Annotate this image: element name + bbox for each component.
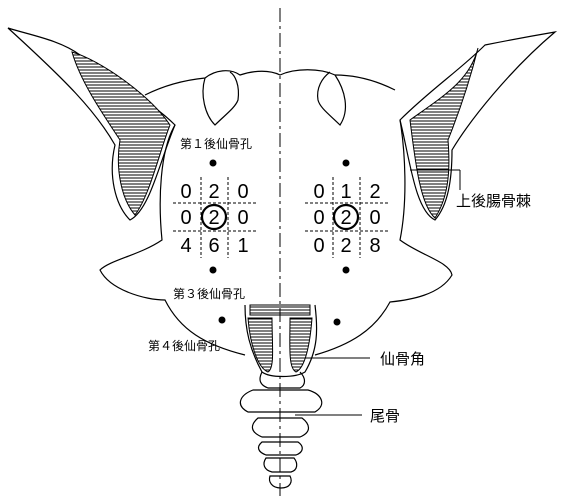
label-foramen-3: 第３後仙骨孔 xyxy=(173,287,245,301)
leader-lines xyxy=(295,169,461,416)
right-grid-cell: 0 xyxy=(313,235,324,257)
right-grid-cell: 2 xyxy=(369,181,380,203)
left-grid-cell: 2 xyxy=(208,181,219,203)
left-grid-cell: 0 xyxy=(180,181,191,203)
right-grid-cell: 2 xyxy=(340,207,351,229)
right-grid-cell: 0 xyxy=(369,207,380,229)
right-grid: 0 1 2 0 2 0 0 2 8 xyxy=(305,177,390,258)
hatched-regions xyxy=(71,47,479,373)
right-grid-cell: 0 xyxy=(313,181,324,203)
foramen-dots xyxy=(209,159,350,326)
right-grid-cell: 2 xyxy=(340,235,351,257)
label-coccyx: 尾骨 xyxy=(370,407,400,425)
left-grid-cell: 6 xyxy=(208,235,219,257)
label-foramen-1: 第１後仙骨孔 xyxy=(180,137,252,151)
left-grid-cell: 0 xyxy=(237,181,248,203)
left-grid-cell: 0 xyxy=(237,207,248,229)
right-grid-cell: 1 xyxy=(340,181,351,203)
left-grid-cell: 4 xyxy=(180,235,191,257)
left-grid: 0 2 0 0 2 0 4 6 1 xyxy=(173,177,258,258)
pelvis-outline xyxy=(7,27,558,489)
left-grid-cell: 1 xyxy=(237,235,248,257)
label-psis: 上後腸骨棘 xyxy=(456,192,531,210)
right-grid-cell: 8 xyxy=(369,235,380,257)
label-sacral-horn: 仙骨角 xyxy=(380,350,425,368)
left-grid-center-circle xyxy=(200,203,228,231)
left-grid-cell: 0 xyxy=(180,207,191,229)
right-grid-center-circle xyxy=(332,203,360,231)
left-grid-cell: 2 xyxy=(208,207,219,229)
label-foramen-4: 第４後仙骨孔 xyxy=(148,339,220,353)
right-grid-cell: 0 xyxy=(313,207,324,229)
